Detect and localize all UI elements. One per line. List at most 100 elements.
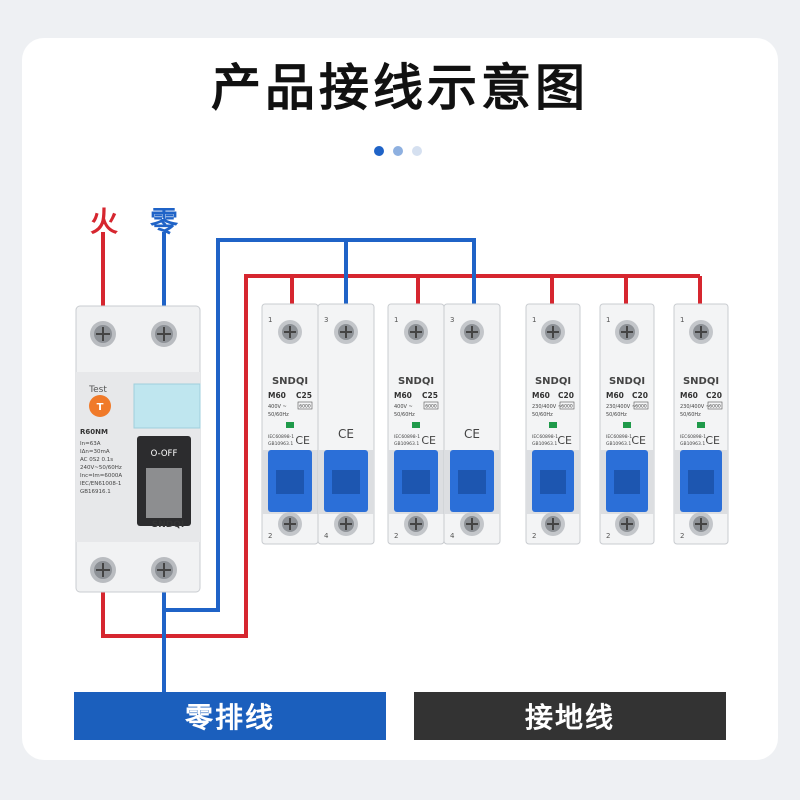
- rcd-spec-line: AC 0S2 0.1s: [80, 457, 113, 463]
- breaker-top-screw: [541, 320, 565, 344]
- breaker-lever-grip: [614, 470, 640, 494]
- pager-dot-3[interactable]: [412, 146, 422, 156]
- breaker-icn: 6000: [299, 404, 311, 410]
- breaker-indicator: [697, 422, 705, 428]
- breaker-voltage: 230/400V ~: [532, 404, 562, 410]
- breaker-ce-mark: CE: [421, 434, 436, 447]
- rcd-handle[interactable]: [146, 468, 182, 518]
- breaker-lever-grip: [332, 470, 360, 494]
- rcd-spec-line: GB16916.1: [80, 489, 111, 495]
- breaker-top-screw: [615, 320, 639, 344]
- breaker-frequency: 50/60Hz: [268, 412, 289, 418]
- breaker-ce-mark: CE: [705, 434, 720, 447]
- breaker-icn-box: [297, 401, 313, 410]
- breaker-icn: 6000: [635, 404, 647, 410]
- rcd-spec-line: IΔn=30mA: [80, 449, 110, 455]
- breaker-brand: SNDQI: [272, 376, 308, 387]
- breaker-icn: 6000: [709, 404, 721, 410]
- breaker-bottom-screw: [541, 512, 565, 536]
- breaker-rating: C20: [632, 391, 648, 400]
- breaker-bottom-screw: [404, 512, 428, 536]
- live-bus-wire: [101, 274, 700, 638]
- breaker-icn-box: [423, 401, 439, 410]
- breaker-model: M60: [680, 391, 698, 400]
- breaker-bottom-screw: [334, 512, 358, 536]
- breaker-lever-grip: [276, 470, 304, 494]
- breaker-bottom-screw: [689, 512, 713, 536]
- breaker-frequency: 50/60Hz: [532, 412, 553, 418]
- rcd-test-button[interactable]: [89, 395, 111, 417]
- breaker-voltage: 230/400V ~: [606, 404, 636, 410]
- rcd-top-screw-l: [90, 321, 116, 347]
- rcd-top-screw-r: [151, 321, 177, 347]
- breaker-icn-box: [707, 401, 723, 410]
- rcd-brand: SNDQI: [152, 520, 184, 530]
- breaker-brand: SNDQI: [683, 376, 719, 387]
- terminal-number-bottom: 2: [268, 532, 272, 540]
- breaker-lever-grip: [540, 470, 566, 494]
- wires: [101, 232, 702, 692]
- breaker-top-screw: [460, 320, 484, 344]
- terminal-number-top: 1: [532, 316, 536, 324]
- breaker-rating: C20: [706, 391, 722, 400]
- breaker-icn: 6000: [425, 404, 437, 410]
- rcd-spec-line: 240V~50/60Hz: [80, 465, 122, 471]
- breaker-frequency: 50/60Hz: [394, 412, 415, 418]
- terminal-number-bottom: 2: [680, 532, 684, 540]
- terminal-number-bottom: 4: [450, 532, 455, 540]
- breaker-bottom-screw: [615, 512, 639, 536]
- terminal-number-bottom: 2: [606, 532, 610, 540]
- terminal-number-top: 1: [606, 316, 610, 324]
- breaker-voltage: 400V ~: [394, 404, 413, 410]
- breaker-lever-grip: [688, 470, 714, 494]
- terminal-number-bottom: 2: [532, 532, 536, 540]
- breaker-frequency: 50/60Hz: [606, 412, 627, 418]
- terminal-number-top: 3: [450, 316, 454, 324]
- breaker-rating: C25: [422, 391, 438, 400]
- breaker-std2: GB10963.1: [680, 441, 705, 447]
- pager-dot-1[interactable]: [374, 146, 384, 156]
- pager-dot-2[interactable]: [393, 146, 403, 156]
- breaker-voltage: 230/400V ~: [680, 404, 710, 410]
- breaker-model: M60: [268, 391, 286, 400]
- terminal-number-top: 3: [324, 316, 328, 324]
- breaker-std1: IEC60898-1: [606, 434, 632, 440]
- rcd-spec-line: IEC/EN61008-1: [80, 481, 121, 487]
- breaker-ce-mark: CE: [464, 427, 480, 441]
- rcd-device: Test T R60NM In=63A IΔn=30mA AC 0S2 0.1s 24…: [75, 305, 201, 593]
- breaker-frequency: 50/60Hz: [680, 412, 701, 418]
- breaker-icn: 6000: [561, 404, 573, 410]
- breaker-std1: IEC60898-1: [532, 434, 558, 440]
- breaker-brand: SNDQI: [609, 376, 645, 387]
- breaker-brand: SNDQI: [535, 376, 571, 387]
- breaker-ce-mark: CE: [557, 434, 572, 447]
- breaker-indicator: [412, 422, 420, 428]
- breaker-std1: IEC60898-1: [268, 434, 294, 440]
- neutral-bus-wire: [162, 238, 476, 612]
- terminal-number-top: 1: [680, 316, 684, 324]
- rcd-model: R60NM: [80, 428, 108, 436]
- rcd-test-key: T: [97, 402, 104, 413]
- terminal-number-top: 1: [394, 316, 398, 324]
- breaker-bottom-screw: [460, 512, 484, 536]
- breaker-icn-box: [559, 401, 575, 410]
- breaker-model: M60: [532, 391, 550, 400]
- pager-dots: [374, 146, 422, 156]
- rcd-switch-text: O-OFF: [151, 449, 178, 459]
- rcd-test-text: Test: [88, 385, 107, 395]
- breaker-indicator: [549, 422, 557, 428]
- breaker-brand: SNDQI: [398, 376, 434, 387]
- breaker-ce-mark: CE: [631, 434, 646, 447]
- breaker-bottom-screw: [278, 512, 302, 536]
- breaker-std1: IEC60898-1: [394, 434, 420, 440]
- page-title: 产品接线示意图: [211, 59, 589, 117]
- breaker-voltage: 400V ~: [268, 404, 287, 410]
- rcd-spec-line: In=63A: [80, 441, 101, 447]
